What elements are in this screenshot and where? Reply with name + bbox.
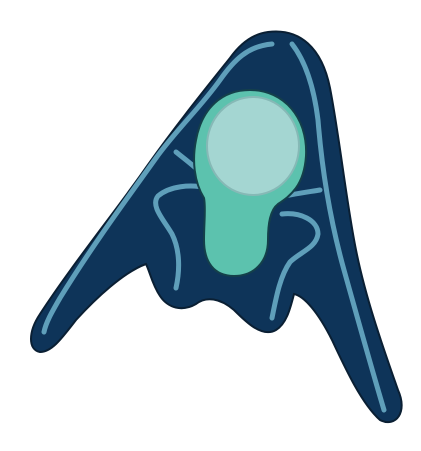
nucleus: [207, 97, 299, 195]
